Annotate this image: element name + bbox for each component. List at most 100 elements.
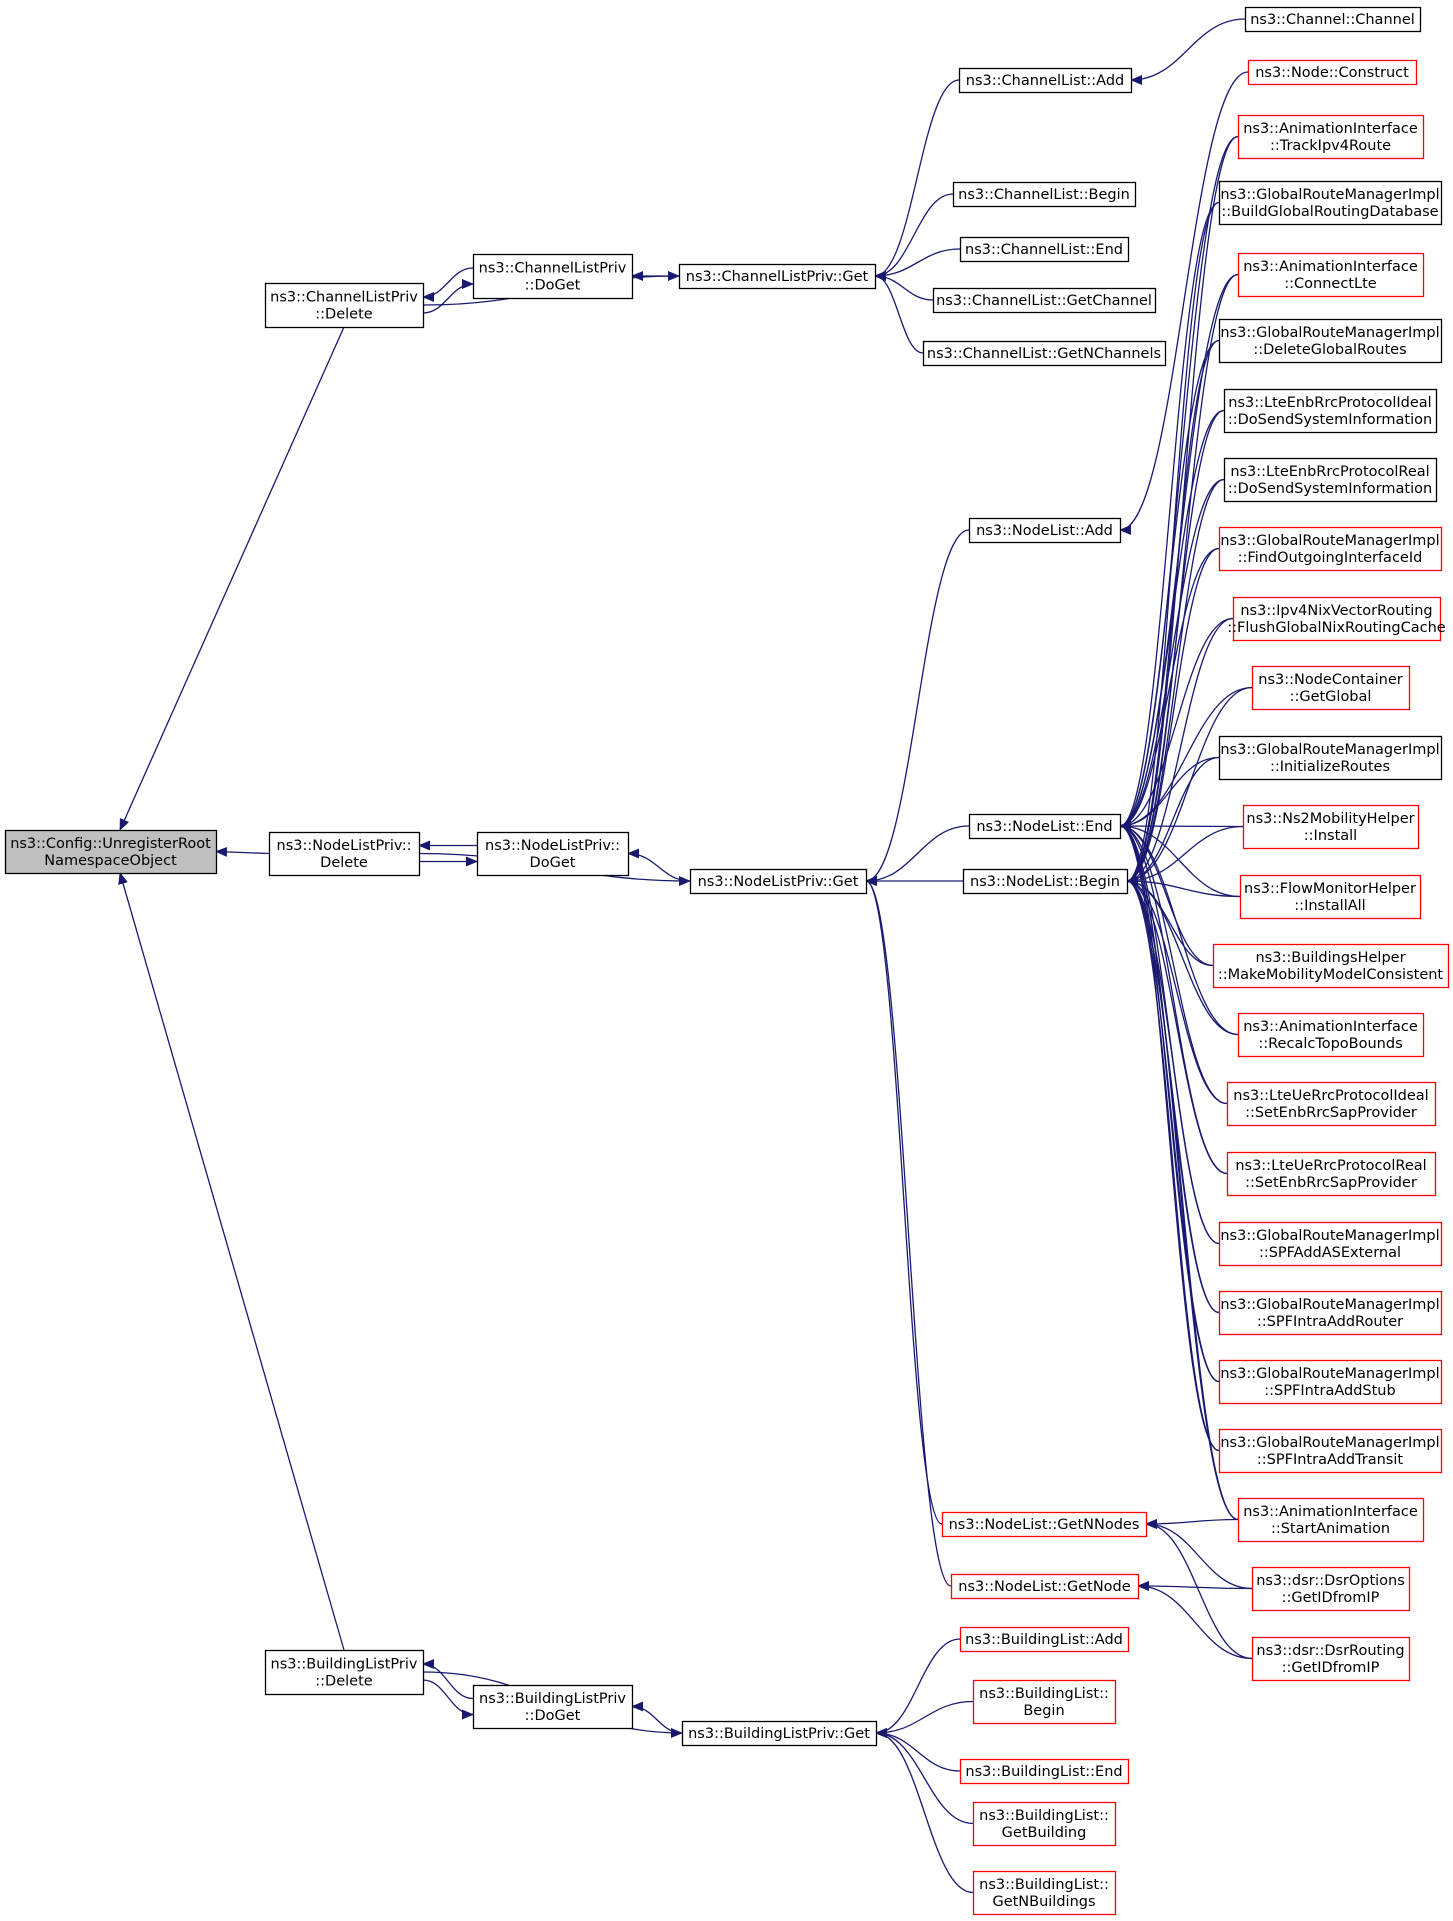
node-nl-getnnodes[interactable]: ns3::NodeList::GetNNodes [941,1511,1148,1538]
node-grmi-spfas[interactable]: ns3::GlobalRouteManagerImpl::SPFAddASExt… [1218,1221,1443,1267]
node-grmi-spftransit[interactable]: ns3::GlobalRouteManagerImpl::SPFIntraAdd… [1218,1428,1443,1474]
edge-node-construct-to-nl-add [1119,71,1249,535]
edge-cl-end-to-clp-get [874,248,961,281]
edge-grmi-spfas-to-nl-begin [1126,876,1220,1245]
node-label: ::MakeMobilityModelConsistent [1218,967,1444,983]
node-blp-delete[interactable]: ns3::BuildingListPriv::Delete [264,1649,425,1696]
node-box [972,1801,1117,1847]
edge-flowmon-to-nl-begin [1126,876,1241,898]
node-label: ::FindOutgoingInterfaceId [1238,550,1423,566]
node-nc-getglobal[interactable]: ns3::NodeContainer::GetGlobal [1251,665,1411,711]
node-ai-start[interactable]: ns3::AnimationInterface::StartAnimation [1237,1497,1425,1543]
node-grmi-spfrouter[interactable]: ns3::GlobalRouteManagerImpl::SPFIntraAdd… [1218,1290,1443,1336]
edge-dsr-options-to-nl-getnnodes [1145,1519,1253,1590]
edge-cl-getchannel-to-clp-get [874,271,934,301]
node-grmi-delete[interactable]: ns3::GlobalRouteManagerImpl::DeleteGloba… [1218,318,1443,364]
node-dsr-routing[interactable]: ns3::dsr::DsrRouting::GetIDfromIP [1251,1636,1411,1682]
node-cl-add[interactable]: ns3::ChannelList::Add [958,67,1133,94]
node-nlp-delete[interactable]: ns3::NodeListPriv::Delete [268,831,421,877]
edge-cl-begin-to-clp-get [874,193,954,281]
node-bl-begin[interactable]: ns3::BuildingList::Begin [972,1679,1117,1725]
node-buildings-helper[interactable]: ns3::BuildingsHelper::MakeMobilityModelC… [1212,943,1450,989]
node-blp-get[interactable]: ns3::BuildingListPriv::Get [681,1720,878,1747]
node-cl-getchannel[interactable]: ns3::ChannelList::GetChannel [932,287,1157,314]
node-nl-add[interactable]: ns3::NodeList::Add [968,517,1122,544]
node-grmi-findout[interactable]: ns3::GlobalRouteManagerImpl::FindOutgoin… [1218,526,1443,572]
node-nl-begin[interactable]: ns3::NodeList::Begin [962,868,1129,895]
node-label: ns3::ChannelList::End [965,242,1123,258]
node-label: ::InitializeRoutes [1270,759,1390,775]
node-ai-trackipv4[interactable]: ns3::AnimationInterface::TrackIpv4Route [1237,114,1425,160]
node-clp-get[interactable]: ns3::ChannelListPriv::Get [678,263,877,290]
node-cl-begin[interactable]: ns3::ChannelList::Begin [952,181,1137,208]
edge-grmi-spfstub-to-nl-end [1119,821,1220,1383]
node-bl-getn[interactable]: ns3::BuildingList::GetNBuildings [972,1870,1117,1916]
node-lte-enb-real[interactable]: ns3::LteEnbRrcProtocolReal::DoSendSystem… [1223,457,1438,503]
node-blp-doget[interactable]: ns3::BuildingListPriv::DoGet [472,1684,634,1730]
node-root[interactable]: ns3::Config::UnregisterRootNamespaceObje… [4,829,218,875]
node-ns2mob[interactable]: ns3::Ns2MobilityHelper::Install [1242,804,1420,850]
edge-lte-enb-ideal-to-nl-begin [1126,409,1225,886]
node-label: ns3::Ns2MobilityHelper [1246,811,1414,827]
node-bl-add[interactable]: ns3::BuildingList::Add [959,1626,1130,1653]
edge-lte-ue-ideal-to-nl-begin [1126,876,1228,1105]
edge-nl-add-to-nlp-get [865,529,970,886]
node-label: ns3::AnimationInterface [1243,1504,1418,1520]
edge-ai-start-to-nl-begin [1126,876,1239,1521]
node-ipv4nix[interactable]: ns3::Ipv4NixVectorRouting::FlushGlobalNi… [1227,596,1446,642]
edge-flowmon-to-nl-end [1119,821,1241,898]
node-nlp-doget[interactable]: ns3::NodeListPriv::DoGet [476,831,630,877]
edge-ai-recalc-to-nl-begin [1126,876,1239,1036]
node-label: ::SPFIntraAddStub [1264,1383,1395,1399]
node-label: ns3::GlobalRouteManagerImpl [1220,1297,1439,1313]
node-clp-doget[interactable]: ns3::ChannelListPriv::DoGet [472,253,634,300]
node-lte-ue-real[interactable]: ns3::LteUeRrcProtocolReal::SetEnbRrcSapP… [1226,1151,1437,1197]
node-cl-getn[interactable]: ns3::ChannelList::GetNChannels [922,340,1167,367]
node-label: ::SPFIntraAddTransit [1257,1452,1403,1468]
node-box [972,1679,1117,1725]
node-node-construct[interactable]: ns3::Node::Construct [1247,59,1418,86]
node-nl-end[interactable]: ns3::NodeList::End [968,813,1122,840]
node-box [1232,596,1442,642]
node-label: ::SPFIntraAddRouter [1257,1314,1403,1330]
node-box [678,263,877,290]
node-cl-end[interactable]: ns3::ChannelList::End [959,236,1130,263]
node-label: ns3::GlobalRouteManagerImpl [1220,533,1439,549]
node-label: ns3::BuildingListPriv [271,1657,418,1673]
edge-clp-doget-to-clp-delete [422,267,474,302]
node-label: ns3::BuildingList::End [965,1764,1122,1780]
node-label: ns3::ChannelList::GetNChannels [927,346,1161,362]
node-label: ns3::AnimationInterface [1243,1019,1418,1035]
node-lte-ue-ideal[interactable]: ns3::LteUeRrcProtocolIdeal::SetEnbRrcSap… [1226,1081,1437,1127]
edge-grmi-init-to-nl-end [1119,756,1220,831]
node-label: ns3::Node::Construct [1255,65,1409,81]
edge-grmi-build-to-nl-end [1119,201,1220,831]
node-ai-connectlte[interactable]: ns3::AnimationInterface::ConnectLte [1237,252,1425,298]
edge-lte-enb-real-to-nl-end [1119,478,1225,831]
node-grmi-init[interactable]: ns3::GlobalRouteManagerImpl::InitializeR… [1218,735,1443,781]
node-label: ns3::BuildingList:: [979,1877,1109,1893]
node-nl-getnode[interactable]: ns3::NodeList::GetNode [950,1573,1140,1600]
node-box [959,236,1130,263]
edge-cl-add-to-clp-get [874,79,960,281]
node-bl-getbuilding[interactable]: ns3::BuildingList::GetBuilding [972,1801,1117,1847]
node-bl-end[interactable]: ns3::BuildingList::End [959,1758,1130,1785]
node-label: ::SetEnbRrcSapProvider [1245,1105,1417,1121]
node-box [950,1573,1140,1600]
node-ai-recalc[interactable]: ns3::AnimationInterface::RecalcTopoBound… [1237,1012,1425,1058]
node-label: ns3::BuildingList:: [979,1686,1109,1702]
node-lte-enb-ideal[interactable]: ns3::LteEnbRrcProtocolIdeal::DoSendSyste… [1223,388,1438,434]
edge-grmi-build-to-nl-begin [1126,201,1220,886]
node-label: ns3::BuildingListPriv::Get [688,1726,870,1742]
node-grmi-build[interactable]: ns3::GlobalRouteManagerImpl::BuildGlobal… [1218,180,1443,226]
node-nlp-get[interactable]: ns3::NodeListPriv::Get [689,868,868,895]
node-label: DoGet [530,855,576,871]
node-label: ns3::ChannelListPriv [479,261,627,277]
edge-bl-add-to-blp-get [875,1638,961,1738]
node-label: ::GetIDfromIP [1282,1590,1380,1606]
node-channel-ctor[interactable]: ns3::Channel::Channel [1244,6,1422,33]
node-clp-delete[interactable]: ns3::ChannelListPriv::Delete [264,282,425,329]
node-grmi-spfstub[interactable]: ns3::GlobalRouteManagerImpl::SPFIntraAdd… [1218,1359,1443,1405]
node-flowmon[interactable]: ns3::FlowMonitorHelper::InstallAll [1239,874,1422,920]
node-dsr-options[interactable]: ns3::dsr::DsrOptions::GetIDfromIP [1251,1566,1411,1612]
